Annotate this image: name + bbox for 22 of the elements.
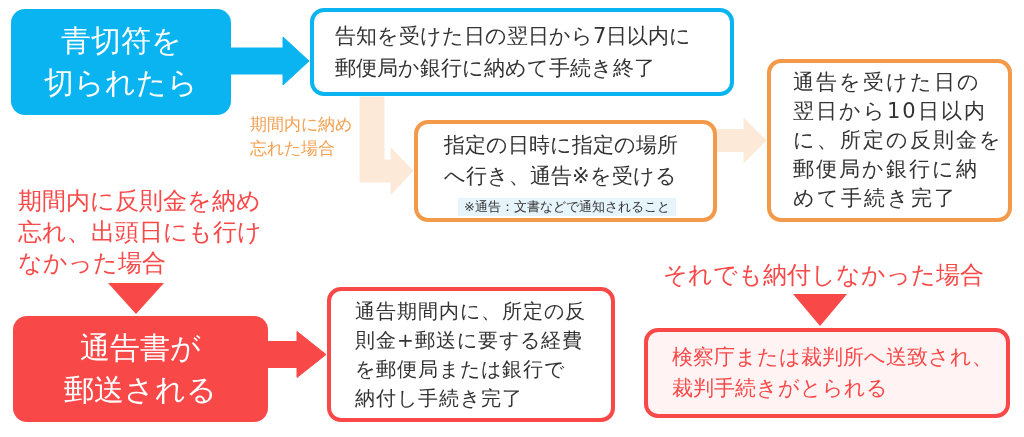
- step-box: [767, 59, 1012, 222]
- condition-text: 期間内に反則金を納め忘れ、出頭日にも行けなかった場合: [18, 186, 290, 281]
- result-box: [13, 316, 268, 422]
- triangle-arrow: [108, 283, 164, 314]
- condition-text: それでも納付しなかった場合: [663, 260, 993, 292]
- step-box: [414, 120, 717, 222]
- block-arrow: [267, 331, 327, 378]
- box-text: 青切符を切られたら: [43, 22, 199, 102]
- step-text: 通告期間内に、所定の反則金+郵送に要する経費を郵便局または銀行で納付し手続き完了: [355, 297, 587, 412]
- step-box: [310, 8, 734, 96]
- footnote-text: ※通告：文書などで通知されること: [458, 198, 676, 216]
- triangle-arrow: [793, 294, 847, 326]
- step-text: 指定の日時に指定の場所へ行き、通告※を受ける: [444, 132, 679, 190]
- block-arrow: [230, 36, 310, 86]
- step-box: [327, 287, 615, 422]
- start-box: [11, 9, 231, 115]
- step-text: 告知を受けた日の翌日から7日以内に郵便局か銀行に納めて手続き終了: [335, 23, 693, 82]
- block-arrow: [359, 96, 414, 195]
- outcome-text: 検察庁または裁判所へ送致され、裁判手続きがとられる: [672, 344, 994, 402]
- outcome-box: [644, 328, 1010, 418]
- block-arrow: [716, 118, 767, 163]
- box-text: 通告書が郵送される: [63, 329, 218, 409]
